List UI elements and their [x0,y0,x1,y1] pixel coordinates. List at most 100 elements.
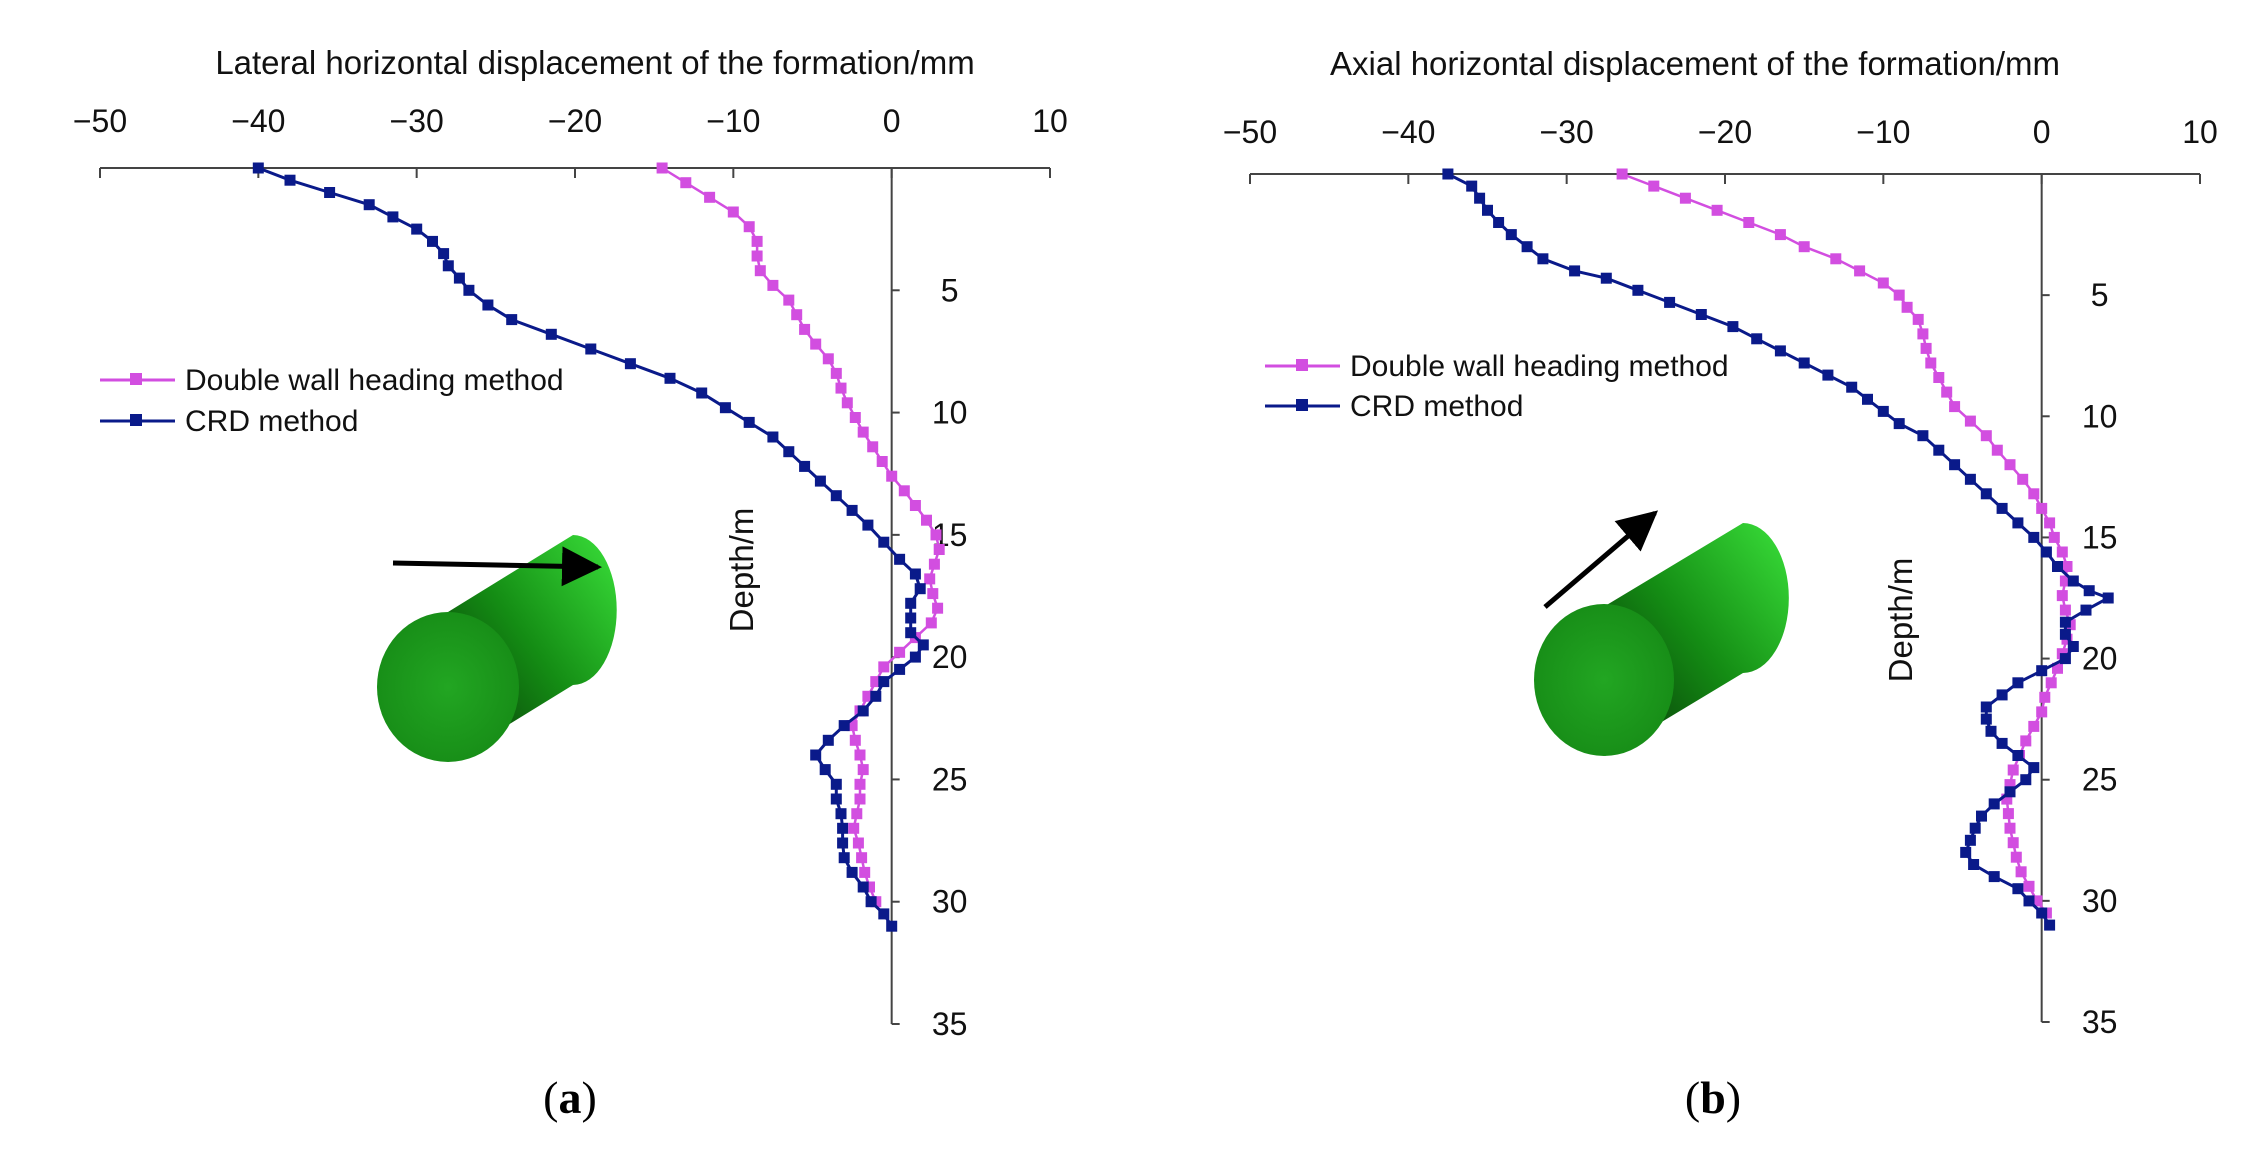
legend-crd-marker [1296,399,1308,411]
data-point [1941,386,1953,398]
y-tick-label: 20 [2082,641,2118,677]
data-point [1743,217,1755,228]
x-tick-label: 0 [2033,114,2051,150]
data-point [2017,473,2029,485]
y-tick-label: 30 [2082,883,2118,919]
data-point [894,646,906,658]
data-point [1474,192,1486,204]
data-point [656,162,668,174]
data-point [854,778,866,790]
data-point [2010,851,2022,863]
y-axis-label: Depth/m [1882,558,1919,683]
data-point [2004,779,2016,791]
data-point [751,250,763,262]
data-point [1996,502,2008,514]
data-point [2020,774,2032,786]
data-point [859,866,871,878]
chart-a-series [252,162,945,932]
data-point [1442,168,1454,180]
data-point [865,896,877,908]
data-point [905,597,917,609]
y-axis-label: Depth/m [723,508,760,633]
data-point [799,460,811,472]
data-point [917,639,929,651]
data-point [2059,604,2071,616]
data-point [2059,628,2071,640]
data-point [252,162,264,174]
legend-crd-label: CRD method [1350,390,1523,423]
data-point [854,793,866,805]
data-point [852,837,864,849]
data-point [1774,229,1786,241]
data-point [933,544,945,555]
data-point [870,676,882,688]
data-point [680,177,692,189]
data-point [898,485,910,497]
data-point [624,358,636,370]
data-point [1822,369,1834,381]
data-point [2012,883,2024,895]
x-tick-label: 10 [1032,103,1068,139]
data-point [914,583,926,595]
data-point [1917,430,1929,442]
data-point [846,504,858,516]
data-point [830,778,842,790]
data-point [2080,604,2092,616]
data-point [867,441,879,453]
data-point [909,568,921,580]
data-point [2028,720,2040,732]
chart-b-title: Axial horizontal displacement of the for… [1330,45,2060,82]
data-point [463,284,475,296]
data-point [2059,575,2071,587]
legend-double-wall-marker [130,373,142,385]
x-tick-label: −30 [1540,114,1594,150]
data-point [822,353,834,365]
data-point [857,705,869,717]
data-point [846,720,858,732]
data-point [585,343,597,355]
data-point [2036,665,2048,677]
data-point [927,588,939,600]
data-point [482,299,494,311]
data-point [878,908,890,920]
data-point [1505,229,1517,241]
tunnel-cylinder-icon [1534,510,1789,756]
chart-panel-a: Lateral horizontal displacement of the f… [73,44,1068,1123]
data-point [2061,561,2073,572]
data-point [284,174,296,186]
data-point [1980,430,1992,442]
data-point [2001,793,2013,805]
data-point [2044,919,2056,931]
data-point [835,808,847,820]
data-point [2044,517,2056,529]
data-point [909,500,921,511]
y-tick-label: 5 [2091,277,2109,313]
data-point [2015,866,2027,878]
x-tick-label: −10 [706,103,760,139]
data-point [2028,488,2040,500]
data-point [411,223,423,235]
data-point [870,690,882,702]
data-point [1751,333,1763,345]
data-point [876,456,888,467]
data-point [878,661,890,673]
data-point [2052,561,2063,572]
data-point [2020,735,2032,747]
data-point [837,837,849,849]
data-point [1664,296,1676,308]
y-tick-label: 30 [932,884,968,920]
data-point [837,822,849,834]
data-point [1976,810,1987,822]
x-tick-label: −40 [231,103,285,139]
data-point [1877,405,1889,417]
data-point [2067,641,2079,652]
data-point [324,187,336,198]
data-point [1996,689,2008,701]
data-point [1917,328,1929,340]
legend-crd-marker [130,414,142,426]
data-point [864,881,875,893]
data-point [921,514,932,526]
y-tick-label: 25 [932,761,968,797]
data-point [835,382,847,394]
